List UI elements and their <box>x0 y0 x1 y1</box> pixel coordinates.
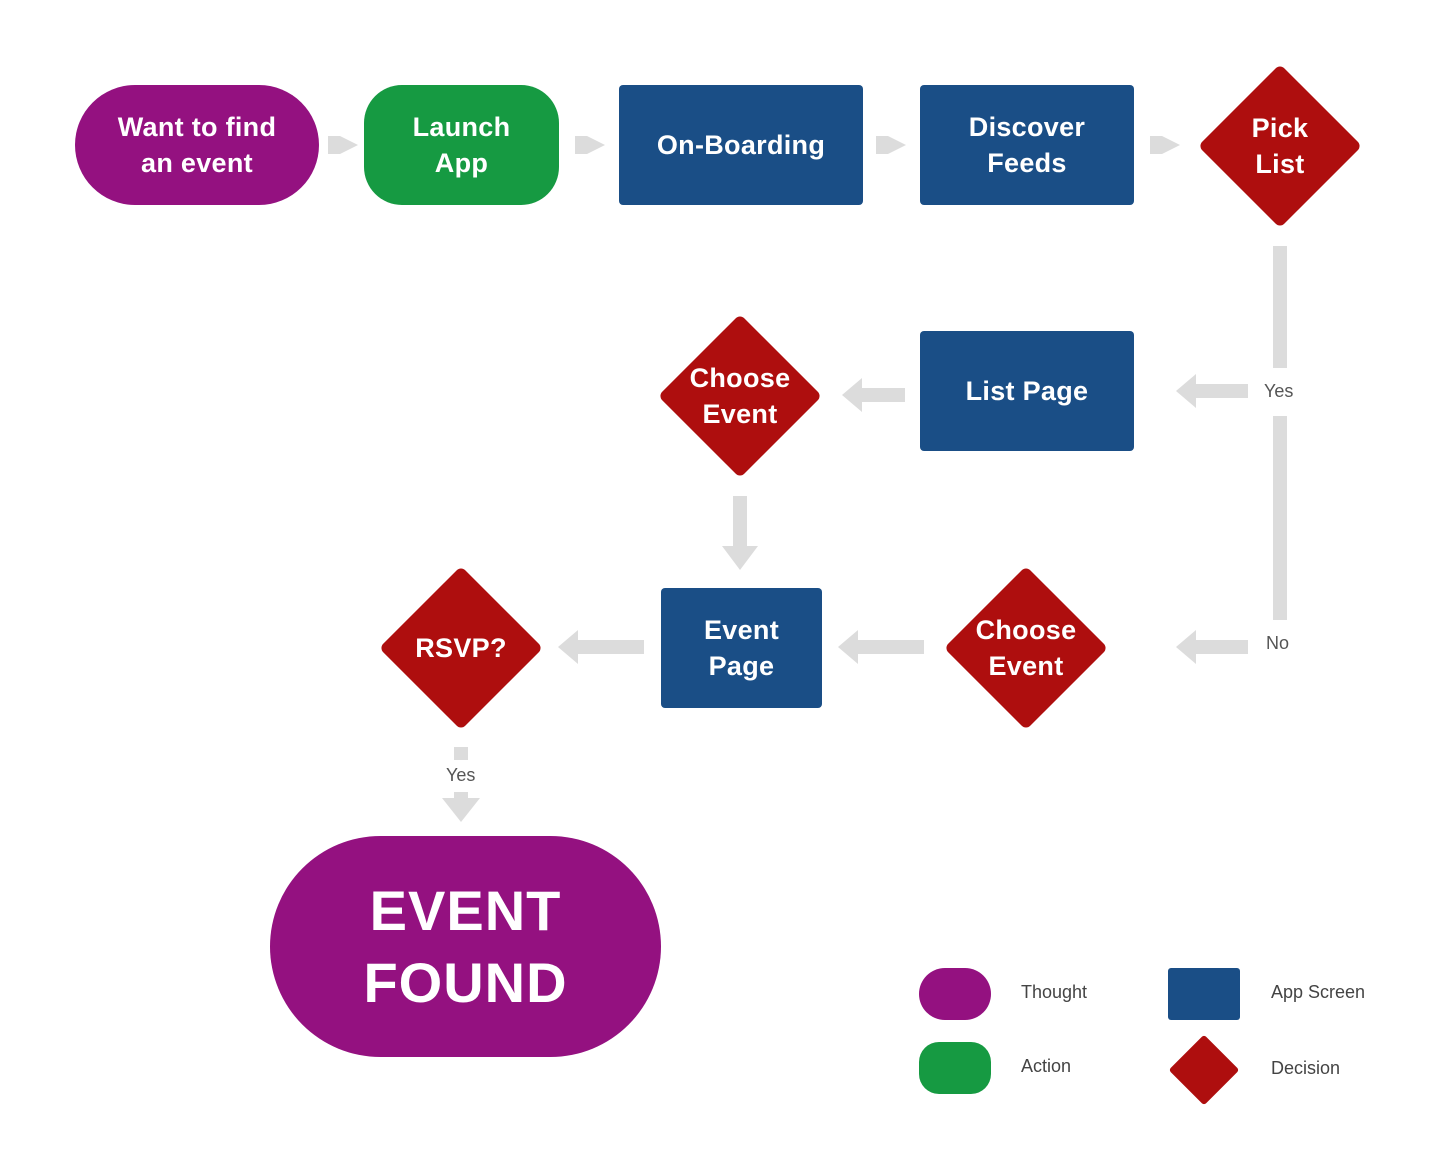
edge-label-yes-rsvp: Yes <box>446 765 476 785</box>
legend-action-swatch <box>919 1042 991 1094</box>
arrow-launch-to-onboarding <box>575 136 605 154</box>
edge-label-no-list: No <box>1266 633 1290 653</box>
node-event-found: EVENT FOUND <box>270 836 661 1057</box>
node-list-page-label: List Page <box>965 376 1089 406</box>
legend-decision-label: Decision <box>1271 1058 1341 1078</box>
node-want-to-find: Want to find an event <box>75 85 319 205</box>
node-pick-list-label: Pick List <box>1251 113 1309 179</box>
arrow-rsvp-to-found <box>442 792 480 822</box>
arrow-discover-to-picklist <box>1150 136 1180 154</box>
node-discover-feeds: Discover Feeds <box>920 85 1134 205</box>
arrow-choose-to-eventpage <box>722 496 758 570</box>
arrow-choose-to-event-page <box>838 630 924 664</box>
legend-thought-label: Thought <box>1021 982 1088 1002</box>
node-choose-event-top: Choose Event <box>657 313 823 479</box>
node-rsvp-label: RSVP? <box>415 633 507 663</box>
edge-label-yes-list: Yes <box>1264 381 1294 401</box>
node-choose-event-top-label: Choose Event <box>689 363 791 429</box>
node-launch-app: Launch App <box>364 85 559 205</box>
line-rsvp-down <box>454 747 468 760</box>
legend-thought-swatch <box>919 968 991 1020</box>
legend-action-label: Action <box>1021 1056 1072 1076</box>
node-choose-event-bottom-label: Choose Event <box>975 615 1077 681</box>
node-pick-list: Pick List <box>1197 63 1363 229</box>
arrow-eventpage-to-rsvp <box>558 630 644 664</box>
legend-app-screen-swatch <box>1168 968 1240 1020</box>
line-picklist-down-top <box>1273 246 1287 368</box>
line-picklist-down-bottom <box>1273 416 1287 620</box>
node-discover-feeds-label: Discover Feeds <box>968 112 1086 178</box>
node-launch-app-label: Launch App <box>412 112 511 178</box>
node-event-page-label: Event Page <box>703 615 780 681</box>
arrow-no-to-choose <box>1176 630 1248 664</box>
arrow-onboarding-to-discover <box>876 136 906 154</box>
arrow-yes-to-listpage <box>1176 374 1248 408</box>
node-event-page: Event Page <box>661 588 822 708</box>
node-event-found-label: EVENT FOUND <box>363 878 568 1014</box>
node-onboarding: On-Boarding <box>619 85 863 205</box>
node-choose-event-bottom: Choose Event <box>943 565 1109 731</box>
arrow-want-to-launch <box>328 136 358 154</box>
arrow-listpage-to-choose <box>842 378 905 412</box>
node-rsvp: RSVP? <box>378 565 544 731</box>
node-list-page: List Page <box>920 331 1134 451</box>
node-want-to-find-label: Want to find an event <box>117 112 277 178</box>
node-onboarding-label: On-Boarding <box>656 130 826 160</box>
legend-app-screen-label: App Screen <box>1271 982 1366 1002</box>
